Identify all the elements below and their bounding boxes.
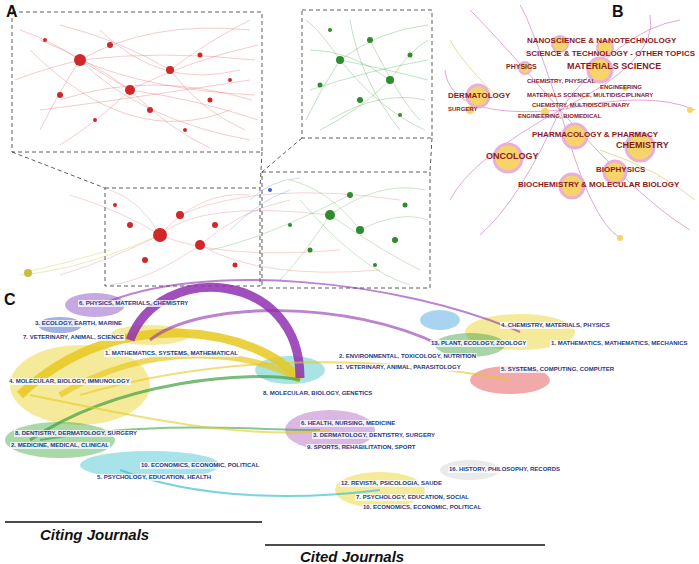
panel-letter: B xyxy=(612,3,624,21)
network-green-zoom xyxy=(306,20,428,130)
category-links xyxy=(445,5,695,238)
cluster-label: 6. PHYSICS, MATERIALS, CHEMISTRY xyxy=(78,300,189,307)
category-label: DERMATOLOGY xyxy=(448,92,510,101)
cluster-label: 13. PLANT, ECOLOGY, ZOOLOGY xyxy=(430,340,527,347)
category-links-yellow xyxy=(450,40,695,200)
citation-arcs xyxy=(20,280,520,496)
axis-caption: Citing Journals xyxy=(40,527,149,544)
panel-letter: C xyxy=(4,291,16,309)
network-main xyxy=(20,178,428,285)
category-label: CHEMISTRY, PHYSICAL xyxy=(527,78,595,85)
category-label: ENGINEERING, BIOMEDICAL xyxy=(518,113,601,120)
network-green-zoom-nodes xyxy=(318,28,413,117)
category-label: SCIENCE & TECHNOLOGY - OTHER TOPICS xyxy=(526,50,695,59)
category-label: NANOSCIENCE & NANOTECHNOLOGY xyxy=(527,37,676,46)
cluster-label: 2. ENVIRONMENTAL, TOXICOLOGY, NUTRITION xyxy=(338,353,477,360)
cluster-label: 10. ECONOMICS, ECONOMIC, POLITICAL xyxy=(362,504,482,511)
category-label: CHEMISTRY, MULTIDISCIPLINARY xyxy=(532,102,630,109)
cluster-label: 8. DENTISTRY, DERMATOLOGY, SURGERY xyxy=(14,430,138,437)
category-label: SURGERY xyxy=(448,106,477,113)
category-label: BIOCHEMISTRY & MOLECULAR BIOLOGY xyxy=(518,181,679,190)
cluster-label: 4. CHEMISTRY, MATERIALS, PHYSICS xyxy=(500,322,611,329)
cluster-label: 12. REVISTA, PSICOLOGIA, SAUDE xyxy=(340,480,443,487)
cluster-label: 5. PSYCHOLOGY, EDUCATION, HEALTH xyxy=(96,474,212,481)
network-main-nodes xyxy=(24,188,408,277)
cluster-label: 16. HISTORY, PHILOSOPHY, RECORDS xyxy=(448,466,561,473)
category-label: ONCOLOGY xyxy=(486,152,539,162)
cluster-label: 10. ECONOMICS, ECONOMIC, POLITICAL xyxy=(140,462,260,469)
axis-caption: Cited Journals xyxy=(300,549,404,564)
category-circles xyxy=(466,36,693,241)
network-red-zoom-nodes xyxy=(43,38,232,132)
cluster-label: 6. HEALTH, NURSING, MEDICINE xyxy=(300,420,396,427)
category-label: PHARMACOLOGY & PHARMACY xyxy=(532,131,658,140)
cluster-label: 1. MATHEMATICS, SYSTEMS, MATHEMATICAL xyxy=(104,350,239,357)
cluster-label: 8. MOLECULAR, BIOLOGY, GENETICS xyxy=(262,390,373,397)
category-label: CHEMISTRY xyxy=(616,141,669,151)
network-red-zoom xyxy=(15,20,258,148)
category-label: PHYSICS xyxy=(506,63,537,71)
axis-rules xyxy=(5,522,545,545)
cluster-label: 3. DERMATOLOGY, DENTISTRY, SURGERY xyxy=(312,432,436,439)
cluster-label: 5. SYSTEMS, COMPUTING, COMPUTER xyxy=(500,366,615,373)
category-label: ENGINEERING xyxy=(600,84,642,91)
category-label: MATERIALS SCIENCE, MULTIDISCIPLINARY xyxy=(527,92,653,99)
panel-letter: A xyxy=(6,3,18,21)
cluster-label: 1. MATHEMATICS, MATHEMATICS, MECHANICS xyxy=(550,340,689,347)
cluster-label: 9. SPORTS, REHABILITATION, SPORT xyxy=(306,444,416,451)
category-label: MATERIALS SCIENCE xyxy=(567,62,661,72)
cluster-label: 11. VETERINARY, ANIMAL, PARASITOLOGY xyxy=(335,364,462,371)
cluster-label: 2. MEDICINE, MEDICAL, CLINICAL xyxy=(10,442,110,449)
cluster-label: 7. VETERINARY, ANIMAL, SCIENCE xyxy=(22,334,125,341)
category-label: BIOPHYSICS xyxy=(596,166,645,175)
zoom-boxes xyxy=(12,10,432,288)
cluster-label: 4. MOLECULAR, BIOLOGY, IMMUNOLOGY xyxy=(8,378,131,385)
cluster-label: 3. ECOLOGY, EARTH, MARINE xyxy=(34,320,123,327)
cluster-label: 7. PSYCHOLOGY, EDUCATION, SOCIAL xyxy=(355,494,470,501)
